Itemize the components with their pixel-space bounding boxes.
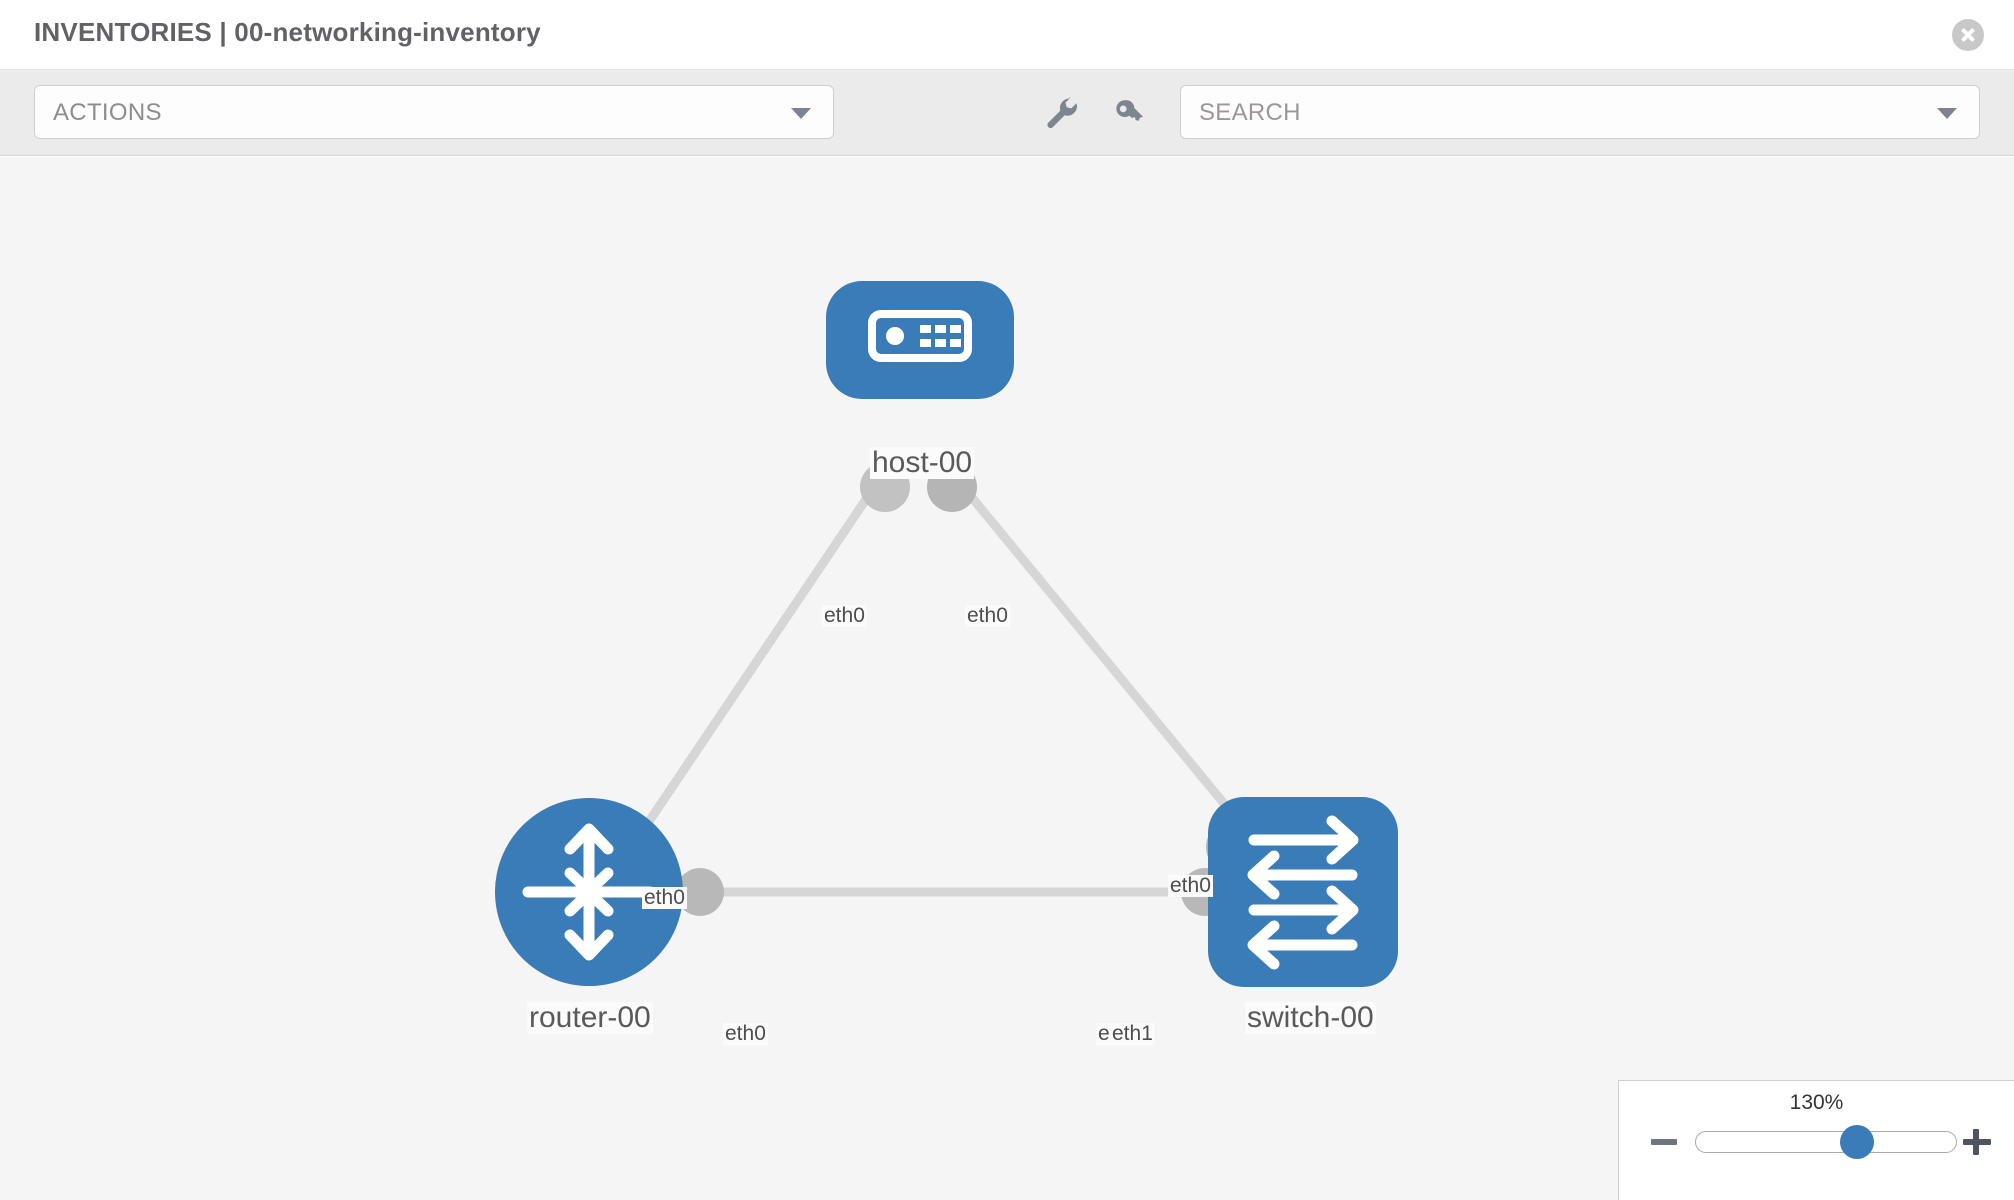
chevron-down-icon xyxy=(791,108,811,119)
page-title: INVENTORIES | 00-networking-inventory xyxy=(34,17,541,47)
minus-icon[interactable] xyxy=(1649,1127,1679,1157)
node-host-00 xyxy=(826,281,1014,399)
key-icon[interactable] xyxy=(1110,92,1150,132)
zoom-level-value: 130% xyxy=(1789,1091,1844,1114)
edge-label-host-switch-target: eth0 xyxy=(1168,874,1213,898)
edge-label-host-switch-source: eth0 xyxy=(965,604,1010,628)
plus-icon[interactable] xyxy=(1962,1127,1992,1157)
topology-graph xyxy=(495,281,1398,987)
actions-dropdown[interactable]: ACTIONS xyxy=(34,85,834,139)
zoom-slider[interactable] xyxy=(1695,1125,1957,1159)
node-label-host-00: host-00 xyxy=(870,446,975,479)
zoom-control-panel: 130% xyxy=(1618,1080,2014,1200)
node-label-switch-00: switch-00 xyxy=(1245,1001,1376,1034)
edge-label-host-router-source: eth0 xyxy=(822,604,867,628)
search-placeholder: SEARCH xyxy=(1199,99,1301,126)
wrench-icon[interactable] xyxy=(1040,92,1080,132)
edge-label-host-router-target: eth0 xyxy=(642,886,687,910)
node-label-router-00: router-00 xyxy=(527,1001,653,1034)
edge-label-router-switch-target: eth1 xyxy=(1110,1022,1155,1046)
close-icon[interactable] xyxy=(1952,19,1984,51)
chevron-down-icon[interactable] xyxy=(1937,108,1957,119)
actions-dropdown-label: ACTIONS xyxy=(53,99,162,126)
zoom-slider-thumb[interactable] xyxy=(1840,1125,1875,1159)
topology-canvas[interactable]: host-00 router-00 switch-00 eth0 eth0 et… xyxy=(0,157,2014,1200)
toolbar: ACTIONS SEARCH xyxy=(0,70,2014,156)
edge-label-router-switch-source: eth0 xyxy=(723,1022,768,1046)
link-host-router xyxy=(621,474,885,860)
topology-links xyxy=(621,474,1272,897)
search-input[interactable]: SEARCH xyxy=(1180,85,1980,139)
link-host-switch xyxy=(951,474,1272,860)
topology-connectors xyxy=(676,462,1258,916)
node-switch-00 xyxy=(1208,797,1398,987)
page-header: INVENTORIES | 00-networking-inventory xyxy=(0,0,2014,70)
node-router-00 xyxy=(495,798,683,986)
connector-router-right xyxy=(676,868,724,916)
